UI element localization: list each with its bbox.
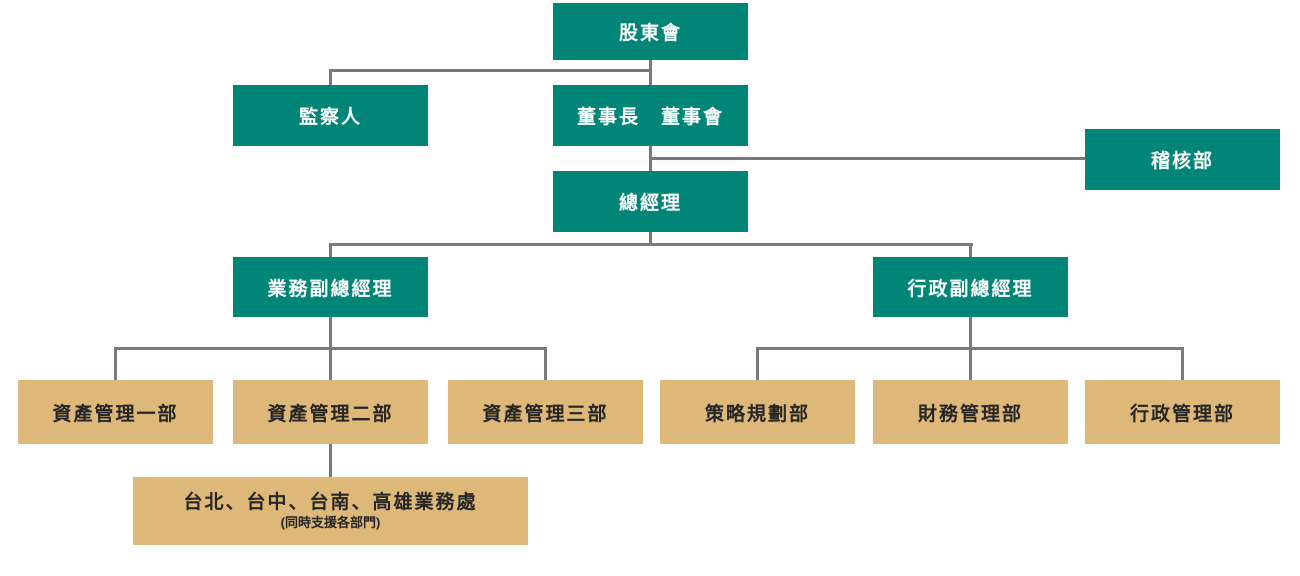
connector-adminmgmt-drop	[1181, 347, 1184, 380]
org-node-label: 股東會	[618, 23, 682, 44]
connector-business-vicegm-drop	[329, 243, 332, 257]
connector-admin-vicegm-drop	[969, 243, 972, 257]
org-node-label: 行政副總經理	[907, 278, 1034, 300]
org-node-branch-offices: 台北、台中、台南、高雄業務處 (同時支援各部門)	[133, 477, 528, 545]
org-node-sublabel: (同時支援各部門)	[280, 514, 381, 530]
org-node-chairman-board: 董事長 董事會	[553, 85, 748, 146]
org-node-business-vice-gm: 業務副總經理	[233, 257, 428, 317]
org-node-audit-dept: 稽核部	[1085, 129, 1280, 190]
connector-strategic-drop	[756, 347, 759, 380]
org-node-label: 稽核部	[1150, 151, 1214, 172]
connector-asset1-drop	[114, 347, 117, 380]
org-node-label: 業務副總經理	[267, 278, 394, 300]
connector-business-children-horizontal	[114, 347, 547, 350]
connector-asset3-drop	[544, 347, 547, 380]
org-node-label: 資產管理三部	[482, 403, 609, 425]
org-node-admin-vice-gm: 行政副總經理	[873, 257, 1068, 317]
org-node-label: 行政管理部	[1129, 403, 1235, 425]
connector-row2-horizontal	[329, 69, 652, 72]
connector-supervisor-drop	[329, 69, 332, 85]
org-node-asset-mgmt-dept-1: 資產管理一部	[18, 380, 213, 444]
org-node-label: 董事長 董事會	[576, 107, 724, 128]
org-node-shareholders: 股東會	[553, 3, 748, 60]
org-node-label: 監察人	[298, 107, 362, 128]
org-node-financial-mgmt-dept: 財務管理部	[873, 380, 1068, 444]
org-node-asset-mgmt-dept-2: 資產管理二部	[233, 380, 428, 444]
org-node-general-manager: 總經理	[553, 171, 748, 232]
org-node-label: 資產管理一部	[52, 403, 179, 425]
org-node-label: 總經理	[618, 193, 682, 214]
connector-shareholders-down	[649, 60, 652, 85]
connector-audit-branch-horizontal	[650, 157, 1085, 160]
connector-asset2-to-branches	[329, 444, 332, 477]
connector-vicegm-horizontal	[329, 243, 973, 246]
org-node-admin-mgmt-dept: 行政管理部	[1085, 380, 1280, 444]
org-node-asset-mgmt-dept-3: 資產管理三部	[448, 380, 643, 444]
org-node-label: 台北、台中、台南、高雄業務處	[183, 492, 478, 513]
org-node-label: 資產管理二部	[267, 403, 394, 425]
org-node-strategic-planning-dept: 策略規劃部	[660, 380, 855, 444]
connector-admin-children-horizontal	[756, 347, 1184, 350]
connector-gm-down	[649, 232, 652, 243]
org-node-label: 策略規劃部	[704, 403, 810, 425]
org-node-label: 財務管理部	[917, 403, 1023, 425]
org-node-supervisor: 監察人	[233, 85, 428, 146]
